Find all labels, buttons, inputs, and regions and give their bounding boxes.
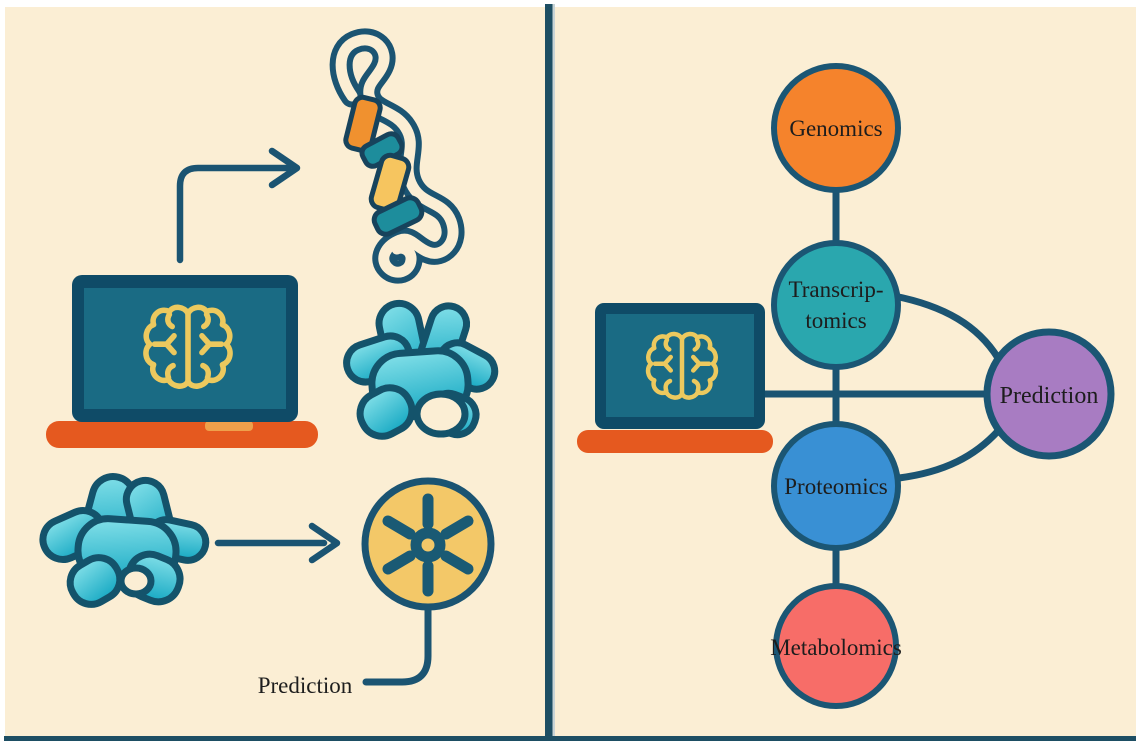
arrow-up-right-icon <box>176 147 301 264</box>
protein-blob-icon <box>39 473 210 608</box>
protein-ribbon-icon <box>329 28 465 284</box>
bottom-rule <box>4 736 1136 741</box>
node-metabolomics <box>773 583 899 709</box>
arrow-right-icon <box>214 522 341 564</box>
node-genomics <box>771 63 901 193</box>
prediction-badge <box>361 477 495 686</box>
laptop-icon <box>46 275 318 448</box>
edge-proteomics-prediction <box>895 427 1002 482</box>
laptop-icon <box>577 303 773 453</box>
panel-divider-highlight <box>552 4 555 740</box>
node-prediction <box>983 328 1115 460</box>
prediction-connector-line <box>362 603 432 686</box>
node-proteomics <box>771 421 901 551</box>
neuron-icon <box>382 493 474 597</box>
node-transcriptomics <box>771 240 901 370</box>
edge-transcriptomics-prediction <box>890 292 1002 362</box>
panel-divider <box>545 4 553 740</box>
protein-blob-icon <box>343 299 499 440</box>
network-connectors <box>746 186 1002 591</box>
